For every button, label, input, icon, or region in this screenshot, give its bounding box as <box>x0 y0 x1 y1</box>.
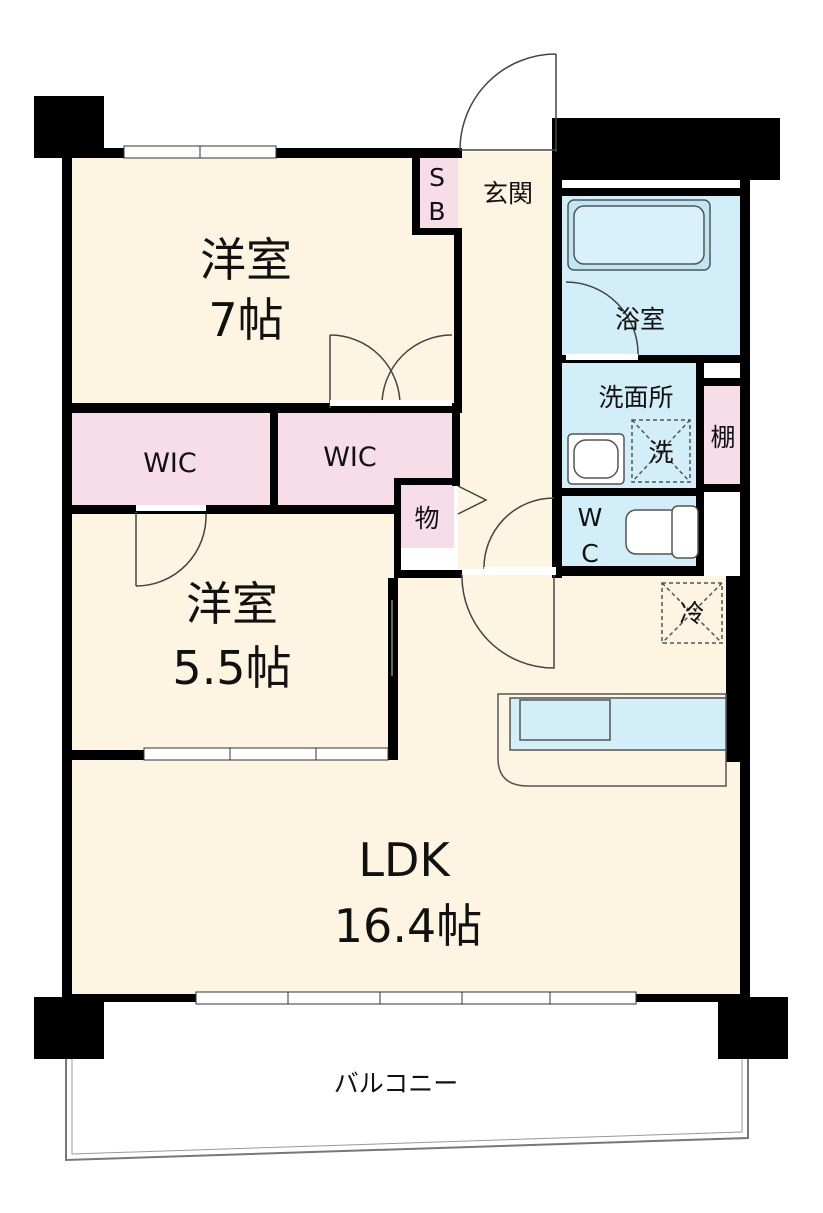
balcony-outline <box>65 1059 749 1162</box>
pillar-bottom-right <box>718 997 788 1059</box>
doors <box>135 53 639 676</box>
toilet-label-w: W <box>578 503 603 532</box>
toilet-label-c: C <box>581 539 598 568</box>
shoe-box-label-s: S <box>429 163 445 192</box>
refrigerator-space <box>661 582 723 644</box>
pillar-top-left <box>34 96 104 158</box>
western-room-2-label: 洋室 <box>186 577 278 631</box>
pillar-top-right <box>556 118 780 180</box>
washroom-label: 洗面所 <box>598 383 673 412</box>
shelf-label: 棚 <box>710 423 735 452</box>
western-room-1-floor <box>70 156 462 408</box>
hallway-floor <box>458 152 558 580</box>
fixtures <box>65 199 749 1162</box>
storage-floor <box>398 484 454 548</box>
room-fills <box>70 152 742 996</box>
labels: 洋室 7帖 WIC WIC 物 洋室 5.5帖 LDK 16.4帖 S B 玄関… <box>143 163 735 1098</box>
balcony-label: バルコニー <box>334 1069 459 1098</box>
wic-left-label: WIC <box>143 448 197 479</box>
wic-right-label: WIC <box>323 442 377 473</box>
western-room-1-size: 7帖 <box>208 293 283 347</box>
shelf-floor <box>704 384 742 488</box>
washing-machine-label: 洗 <box>648 438 673 467</box>
ldk-floor <box>70 576 740 996</box>
ldk-label: LDK <box>358 833 451 887</box>
storage-label: 物 <box>414 504 439 533</box>
entrance-label: 玄関 <box>483 179 533 208</box>
windows <box>123 145 637 1005</box>
wic-left-floor <box>70 410 272 508</box>
western-room-1-label: 洋室 <box>200 233 292 287</box>
western-room-2-size: 5.5帖 <box>172 641 291 695</box>
refrigerator-label: 冷 <box>679 599 704 628</box>
western-room-2-floor <box>70 512 396 754</box>
bathroom-label: 浴室 <box>615 305 665 334</box>
washing-machine-pan <box>631 419 691 483</box>
ldk-size: 16.4帖 <box>334 899 482 953</box>
shoe-box-floor <box>418 156 458 230</box>
pillar-bottom-left <box>34 997 104 1059</box>
shoe-box-label-b: B <box>428 197 445 226</box>
